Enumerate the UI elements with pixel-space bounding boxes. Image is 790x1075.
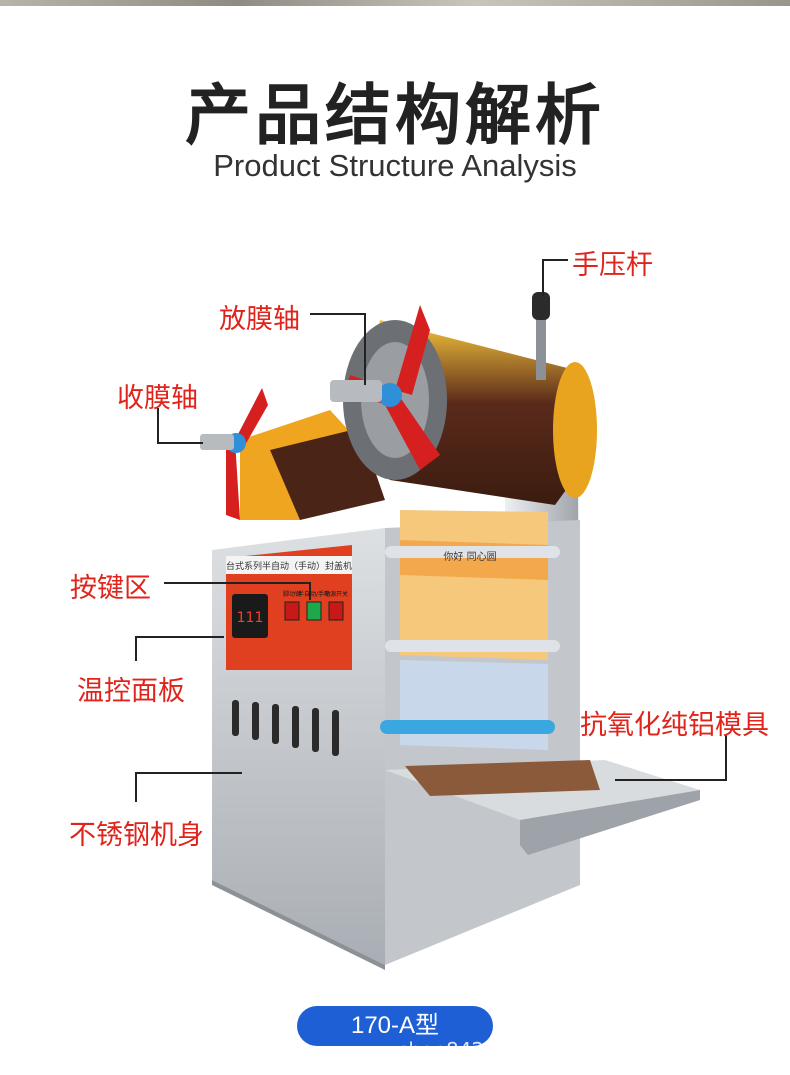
- page-title: 产品结构解析: [185, 77, 605, 154]
- label-handle: 手压杆: [572, 250, 653, 281]
- top-decor-bar: [0, 0, 790, 6]
- label-film-rewind-shaft: 收膜轴: [117, 383, 198, 414]
- release-roll: [343, 320, 597, 505]
- rocker-switch: [306, 601, 322, 621]
- label-film-release-shaft: 放膜轴: [219, 304, 300, 335]
- rocker-switch: [328, 601, 344, 621]
- label-temp-panel: 温控面板: [77, 676, 185, 707]
- red-knob-front: [330, 305, 440, 470]
- film-strip: [380, 510, 560, 750]
- temp-display-value: 111: [237, 610, 264, 626]
- panel-title-text: 台式系列半自动（手动）封盖机: [226, 560, 352, 572]
- leader-lines: [135, 259, 727, 802]
- label-mold: 抗氧化纯铝模具: [580, 710, 769, 741]
- switch-label: 半自动/手动: [298, 590, 330, 598]
- aluminum-mold-tray: [385, 760, 700, 855]
- red-knob-back: [200, 388, 268, 520]
- rocker-switch: [284, 601, 300, 621]
- press-handle: [532, 292, 550, 380]
- watermark: shop842: [398, 1038, 485, 1062]
- vent-slots: [232, 700, 339, 756]
- control-panel: [226, 545, 352, 670]
- model-badge: 170-A型: [297, 1006, 493, 1046]
- label-button-area: 按键区: [70, 573, 151, 604]
- label-body: 不锈钢机身: [69, 820, 204, 851]
- switch-label: 电源开关: [324, 590, 348, 598]
- switch-label: 脚动键: [283, 590, 301, 598]
- film-print-text: 你好 同心圆: [443, 550, 496, 563]
- page-subtitle: Product Structure Analysis: [213, 148, 577, 183]
